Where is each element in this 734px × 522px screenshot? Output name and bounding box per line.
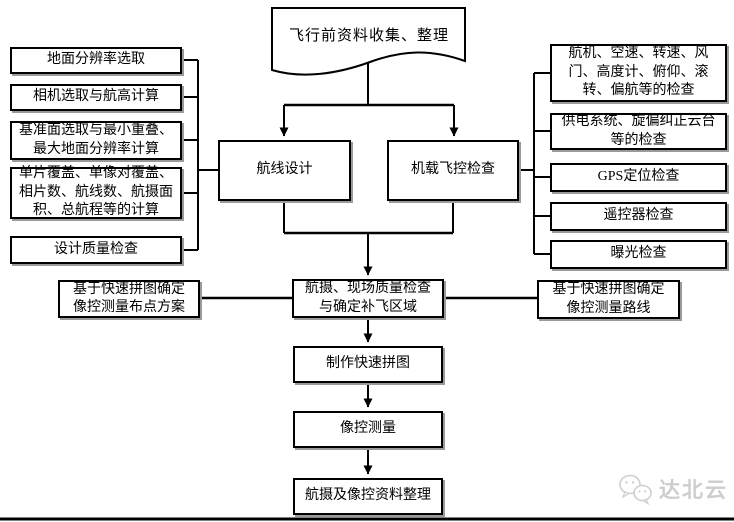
watermark: 达北云 xyxy=(617,473,728,505)
connector xyxy=(182,59,198,251)
node-image-control-survey: 像控测量 xyxy=(293,411,443,448)
node-exposure-check: 曝光检查 xyxy=(550,240,727,269)
node-quick-mosaic: 制作快速拼图 xyxy=(293,346,443,383)
node-field-quality-check: 航摄、现场质量检查与确定补飞区域 xyxy=(292,279,444,318)
node-start: 飞行前资料收集、整理 xyxy=(288,27,449,44)
node-design-quality-check: 设计质量检查 xyxy=(10,236,182,264)
node-coverage-calculation: 单片覆盖、单像对覆盖、相片数、航线数、航摄面积、总航程等的计算 xyxy=(10,166,182,219)
node-route-design: 航线设计 xyxy=(218,140,351,201)
node-power-gimbal-check: 供电系统、旋偏纠正云台等的检查 xyxy=(550,113,727,150)
connector xyxy=(534,72,550,255)
node-ground-resolution: 地面分辨率选取 xyxy=(10,47,182,74)
node-remote-controller-check: 遥控器检查 xyxy=(550,202,727,231)
node-control-point-plan: 基于快速拼图确定像控测量布点方案 xyxy=(58,280,200,318)
node-camera-flight-height: 相机选取与航高计算 xyxy=(10,84,182,111)
node-data-sorting: 航摄及像控资料整理 xyxy=(293,478,443,515)
node-flight-control-check: 机载飞控检查 xyxy=(387,140,519,201)
document-shape xyxy=(271,7,466,76)
node-control-survey-route: 基于快速拼图确定像控测量路线 xyxy=(537,280,680,319)
watermark-label: 达北云 xyxy=(659,478,728,502)
node-datum-overlap: 基准面选取与最小重叠、最大地面分辨率计算 xyxy=(10,121,182,160)
node-gps-check: GPS定位检查 xyxy=(550,163,727,192)
wechat-icon xyxy=(619,474,652,505)
node-aircraft-params-check: 航机、空速、转速、风门、高度计、俯仰、滚转、偏航等的检查 xyxy=(550,44,727,102)
